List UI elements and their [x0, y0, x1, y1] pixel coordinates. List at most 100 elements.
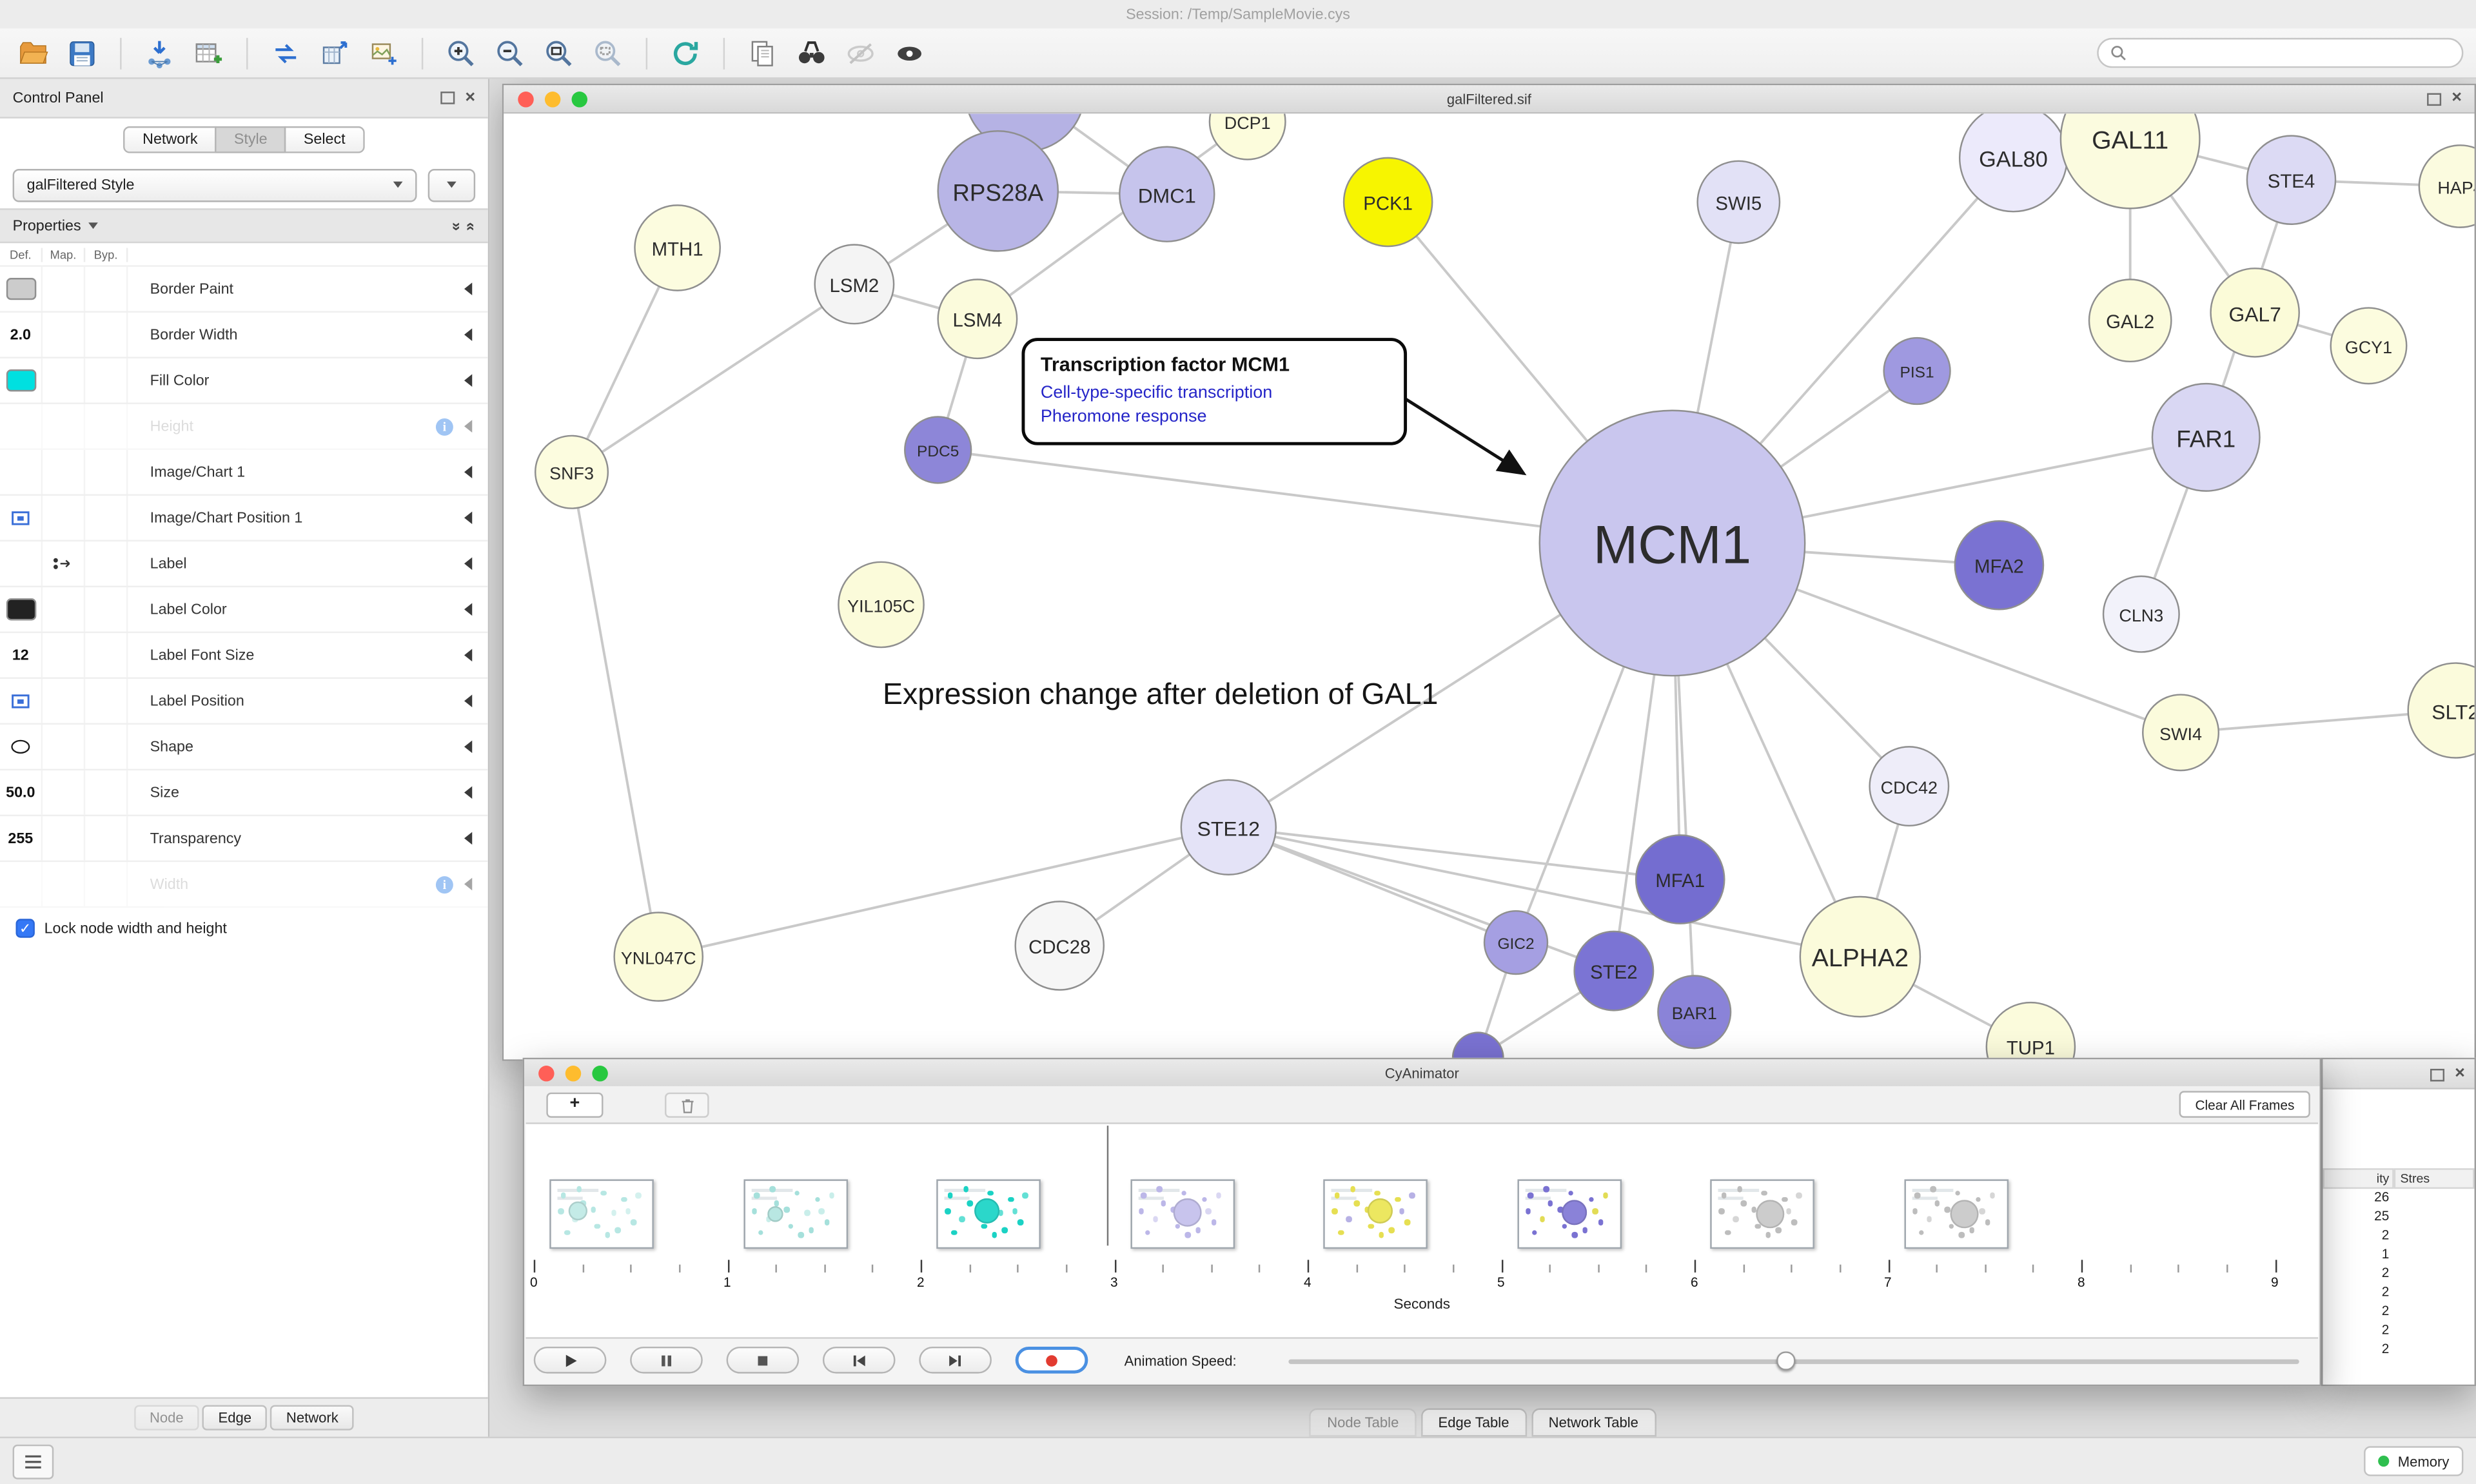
node-cutb[interactable]: [1451, 1031, 1504, 1060]
bypass-cell[interactable]: [85, 633, 128, 678]
tab-select[interactable]: Select: [284, 126, 364, 153]
search-network-button[interactable]: [791, 32, 832, 73]
default-value-cell[interactable]: [0, 587, 43, 632]
expand-arrow-icon[interactable]: [464, 832, 473, 845]
tab-edge[interactable]: Edge: [202, 1405, 268, 1430]
default-value-cell[interactable]: 2.0: [0, 312, 43, 357]
column-header[interactable]: ity: [2323, 1168, 2394, 1189]
bypass-cell[interactable]: [85, 725, 128, 769]
table-row[interactable]: 2: [2323, 1340, 2474, 1359]
expand-arrow-icon[interactable]: [464, 603, 473, 616]
search-box[interactable]: [2097, 37, 2464, 68]
frame-thumbnail-2[interactable]: [936, 1179, 1041, 1249]
slider-thumb[interactable]: [1776, 1351, 1795, 1370]
frame-thumbnail-6[interactable]: [1710, 1179, 1814, 1249]
node-dcp1[interactable]: [1208, 113, 1286, 161]
expand-arrow-icon[interactable]: [464, 557, 473, 571]
save-session-button[interactable]: [62, 32, 103, 73]
default-value-cell[interactable]: [0, 449, 43, 494]
bypass-cell[interactable]: [85, 358, 128, 403]
node-gcy1[interactable]: [2330, 307, 2408, 385]
float-window-icon[interactable]: [2426, 92, 2441, 105]
node-cdc42[interactable]: [1869, 746, 1950, 827]
expand-arrow-icon[interactable]: [464, 786, 473, 799]
color-swatch[interactable]: [5, 278, 36, 300]
add-frame-button[interactable]: +: [546, 1092, 604, 1118]
bypass-cell[interactable]: [85, 404, 128, 449]
mapping-icon[interactable]: [52, 554, 74, 573]
expand-arrow-icon[interactable]: [464, 649, 473, 662]
default-value-cell[interactable]: [0, 542, 43, 586]
bypass-cell[interactable]: [85, 679, 128, 723]
annotation-link[interactable]: Cell-type-specific transcription: [1040, 384, 1273, 403]
refresh-view-button[interactable]: [665, 32, 706, 73]
edge-ste12-gic2[interactable]: [1228, 826, 1517, 944]
property-row-image-chart-position-1[interactable]: Image/Chart Position 1: [0, 495, 488, 542]
close-window-icon[interactable]: [538, 1064, 555, 1081]
import-table-button[interactable]: [188, 32, 229, 73]
default-value-cell[interactable]: 12: [0, 633, 43, 678]
zoom-selected-button[interactable]: [587, 32, 629, 73]
shape-icon[interactable]: [10, 737, 32, 756]
memory-indicator[interactable]: Memory: [2364, 1446, 2464, 1476]
node-gal2[interactable]: [2088, 278, 2172, 363]
bypass-cell[interactable]: [85, 816, 128, 861]
stop-button[interactable]: [726, 1346, 800, 1374]
node-alpha2[interactable]: [1799, 895, 1921, 1018]
bypass-cell[interactable]: [85, 542, 128, 586]
edge-snf3-ynl047c[interactable]: [570, 471, 660, 957]
position-icon[interactable]: [10, 692, 32, 710]
default-value-cell[interactable]: [0, 404, 43, 449]
hide-details-button[interactable]: [840, 32, 881, 73]
node-lsm2[interactable]: [814, 244, 895, 325]
mapping-cell[interactable]: [43, 542, 86, 586]
node-swi4[interactable]: [2142, 694, 2220, 772]
default-value-cell[interactable]: [0, 266, 43, 311]
play-button[interactable]: [533, 1346, 607, 1374]
tab-node-table[interactable]: Node Table: [1310, 1408, 1417, 1437]
tab-network[interactable]: Network: [270, 1405, 355, 1430]
edge-ste12-ynl047c[interactable]: [658, 826, 1229, 958]
node-dmc1[interactable]: [1119, 146, 1215, 242]
bypass-cell[interactable]: [85, 266, 128, 311]
float-window-icon[interactable]: [2429, 1068, 2444, 1081]
node-gal11[interactable]: [2059, 113, 2201, 210]
mapping-cell[interactable]: [43, 587, 86, 632]
zoom-out-button[interactable]: [489, 32, 531, 73]
next-button[interactable]: [919, 1346, 992, 1374]
property-row-label-color[interactable]: Label Color: [0, 587, 488, 634]
maximize-window-icon[interactable]: [592, 1064, 608, 1081]
node-pck1[interactable]: [1342, 157, 1433, 248]
mapping-cell[interactable]: [43, 816, 86, 861]
expand-arrow-icon[interactable]: [464, 694, 473, 708]
search-input[interactable]: [2133, 43, 2451, 63]
export-image-button[interactable]: [363, 32, 404, 73]
node-pdc5[interactable]: [904, 416, 972, 484]
style-options-button[interactable]: [427, 168, 476, 202]
node-tup1[interactable]: [1985, 1001, 2076, 1060]
expand-arrow-icon[interactable]: [464, 328, 473, 341]
table-row[interactable]: 2: [2323, 1284, 2474, 1302]
bypass-cell[interactable]: [85, 312, 128, 357]
clear-all-frames-button[interactable]: Clear All Frames: [2179, 1091, 2310, 1118]
default-value-cell[interactable]: [0, 679, 43, 723]
lock-size-row[interactable]: ✓ Lock node width and height: [0, 908, 488, 949]
mapping-cell[interactable]: [43, 449, 86, 494]
color-swatch[interactable]: [5, 369, 36, 392]
close-panel-icon[interactable]: ×: [465, 87, 476, 107]
copy-button[interactable]: [742, 32, 783, 73]
default-value-cell[interactable]: [0, 862, 43, 906]
annotation-link[interactable]: Pheromone response: [1040, 407, 1207, 426]
table-row[interactable]: 1: [2323, 1245, 2474, 1264]
property-row-label-position[interactable]: Label Position: [0, 679, 488, 725]
property-row-fill-color[interactable]: Fill Color: [0, 358, 488, 404]
column-header[interactable]: Stres: [2393, 1168, 2475, 1189]
property-row-image-chart-1[interactable]: Image/Chart 1: [0, 449, 488, 496]
node-hap4[interactable]: [2418, 144, 2475, 228]
frame-thumbnail-0[interactable]: [549, 1179, 654, 1249]
table-panel-titlebar[interactable]: ×: [2323, 1059, 2475, 1089]
mapping-cell[interactable]: [43, 862, 86, 906]
